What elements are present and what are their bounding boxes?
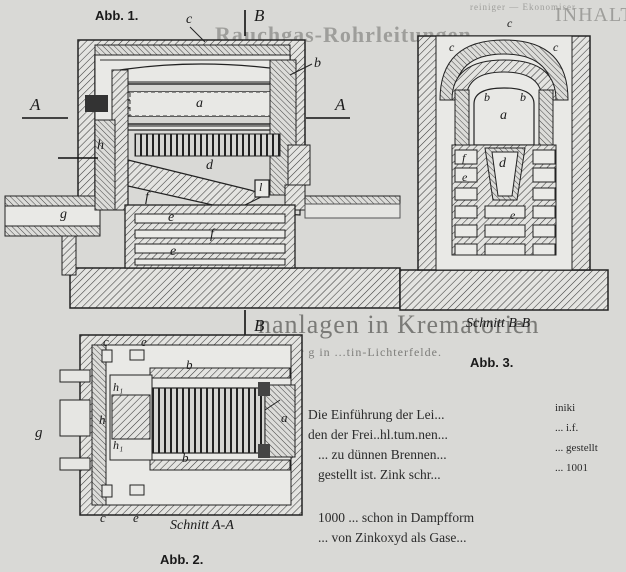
right-col-4: ... 1001 <box>555 462 588 474</box>
label-f2-abb1: f <box>210 227 214 242</box>
paragraph-line-6: ... von Zinkoxyd als Gase... <box>318 530 467 545</box>
label-b-abb3-left: b <box>484 90 490 104</box>
label-c-abb3-left: c <box>449 40 455 54</box>
marker-a-right: A <box>335 95 346 114</box>
label-c-abb2-bottom: c <box>100 510 106 525</box>
label-a-abb2: a <box>281 410 288 425</box>
label-d-abb1: d <box>206 158 213 173</box>
marker-b-bottom: B <box>254 316 265 335</box>
paragraph-line-1: Die Einführung der Lei... <box>308 407 445 422</box>
abb2-drawing <box>59 334 303 516</box>
label-f-abb1: f <box>145 190 149 205</box>
paragraph-line-2: den der Frei..hl.tum.nen... <box>308 427 448 442</box>
label-e-abb2-bottom: e <box>133 510 139 525</box>
bleed-heading-inhalt: INHALT <box>555 4 626 26</box>
label-e-abb1: e <box>168 210 175 225</box>
label-g-abb2: g <box>35 425 43 441</box>
marker-b-top: B <box>254 6 265 25</box>
label-h1-abb2-top: h₁ <box>113 380 124 394</box>
label-b-abb2-top: b <box>186 357 193 372</box>
abb2-caption: Abb. 2. <box>160 552 204 567</box>
label-c-abb2-top: c <box>103 334 109 349</box>
label-c-abb3-top: c <box>507 16 513 30</box>
label-e2-abb3: e <box>510 208 516 222</box>
label-b-abb2-bottom: b <box>182 450 189 465</box>
label-a-abb1: a <box>196 96 203 111</box>
abb3-caption: Abb. 3. <box>470 355 514 370</box>
label-b-abb3-right: b <box>520 90 526 104</box>
bleed-heading-subline: e o r g in ...tin-Lichterfelde. <box>278 345 442 359</box>
bleed-heading-kremator: nanlagen in Krematorien <box>258 310 540 339</box>
abb1-drawing <box>4 10 401 335</box>
label-h-abb1: h <box>97 138 104 153</box>
paragraph-line-3: ... zu dünnen Brennen... <box>318 447 447 462</box>
paragraph-line-4: gestellt ist. Zink schr... <box>318 467 441 482</box>
right-col-3: ... gestellt <box>555 442 598 454</box>
abb1-caption: Abb. 1. <box>95 8 139 23</box>
label-c-abb3-right: c <box>553 40 559 54</box>
label-e2-abb1: e <box>170 244 177 259</box>
label-f-abb3: f <box>462 151 466 165</box>
label-c-abb1: c <box>186 12 193 27</box>
paragraph-line-5: 1000 ... schon in Dampfform <box>318 510 475 525</box>
right-col-2: ... i.f. <box>555 422 579 434</box>
label-g-abb1: g <box>60 207 67 222</box>
schnitt-aa-caption: Schnitt A-A <box>170 518 234 533</box>
label-a-abb3: a <box>500 108 507 123</box>
schnitt-bb-caption: Schnitt B-B <box>466 316 531 331</box>
label-e-abb3: e <box>462 170 468 184</box>
abb3-drawing <box>399 35 609 311</box>
marker-a-left: A <box>30 95 41 114</box>
label-d-abb3: d <box>499 156 506 171</box>
label-b-abb1: b <box>314 56 321 71</box>
label-l-abb1: l <box>259 180 263 194</box>
bleed-top-line-1: reiniger — Ekonomiser <box>470 2 576 12</box>
right-col-1: iniki <box>555 402 576 414</box>
label-e-abb2-top: e <box>141 334 147 349</box>
label-h1-abb2-bottom: h₁ <box>113 438 124 452</box>
label-h-abb2: h <box>99 412 106 427</box>
